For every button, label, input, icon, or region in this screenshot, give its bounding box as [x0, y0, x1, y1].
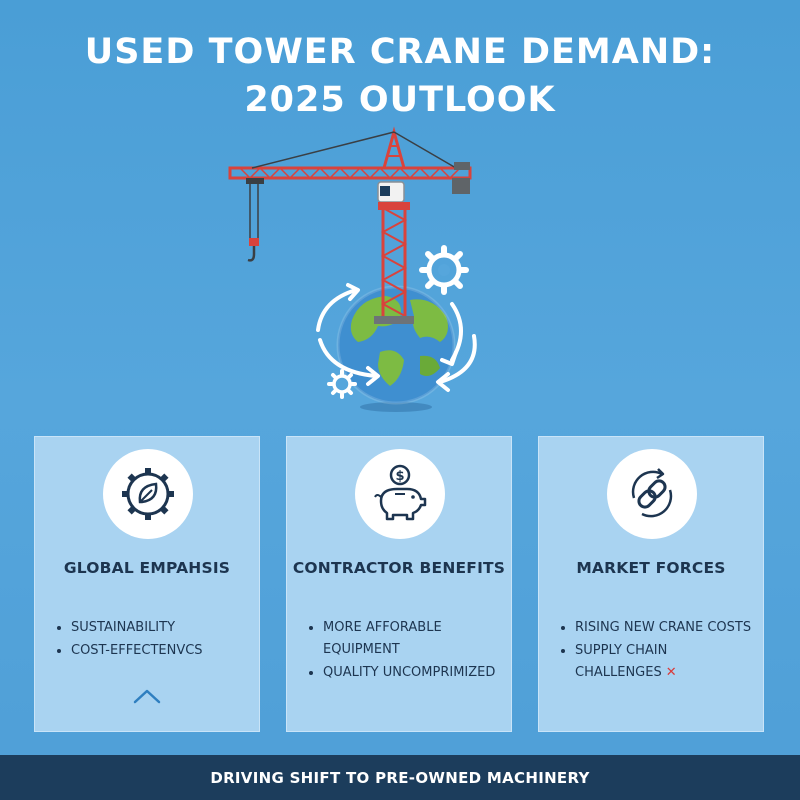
title-line-2: 2025 OUTLOOK	[244, 80, 556, 120]
piggy-bank-dollar-icon: $	[374, 464, 427, 521]
close-icon: ✕	[665, 665, 677, 680]
tower-crane-icon	[228, 126, 472, 324]
card-global-emphasis: GLOBAL EMPAHSIS SUSTAINABILITY COST-EFFE…	[34, 436, 260, 732]
card-icon-badge	[103, 449, 193, 539]
list-item: SUPPLY CHAIN CHALLENGES✕	[561, 640, 757, 684]
list-item: COST-EFFECTENVCS	[57, 640, 253, 662]
card-icon-badge: $	[355, 449, 445, 539]
footer-banner: DRIVING SHIFT TO PRE-OWNED MACHINERY	[0, 755, 800, 800]
card-list: SUSTAINABILITY COST-EFFECTENVCS	[57, 617, 253, 663]
card-title: CONTRACTOR BENEFITS	[292, 559, 506, 577]
card-icon-badge	[607, 449, 697, 539]
footer-text: DRIVING SHIFT TO PRE-OWNED MACHINERY	[210, 768, 590, 787]
gear-icon	[419, 245, 469, 295]
list-item-text: SUPPLY CHAIN CHALLENGES	[575, 643, 668, 680]
card-title: MARKET FORCES	[576, 559, 726, 577]
chain-link-refresh-icon	[631, 468, 673, 518]
page-title: USED TOWER CRANE DEMAND: 2025 OUTLOOK	[0, 28, 800, 124]
globe-shadow	[360, 402, 432, 412]
hero-illustration	[228, 126, 477, 412]
card-market-forces: MARKET FORCES RISING NEW CRANE COSTS SUP…	[538, 436, 764, 732]
list-item: SUSTAINABILITY	[57, 617, 253, 639]
list-item: RISING NEW CRANE COSTS	[561, 617, 757, 639]
svg-text:$: $	[395, 469, 404, 484]
list-item: QUALITY UNCOMPRIMIZED	[309, 662, 505, 684]
card-list: RISING NEW CRANE COSTS SUPPLY CHAIN CHAL…	[561, 617, 757, 685]
card-contractor-benefits: $ CONTRACTOR BENEFITS MORE AFFORABLE EQU…	[286, 436, 512, 732]
cycle-arrows-icon	[316, 283, 477, 392]
chevron-up-icon[interactable]	[132, 687, 162, 705]
list-item: MORE AFFORABLE EQUIPMENT	[309, 617, 505, 661]
card-list: MORE AFFORABLE EQUIPMENT QUALITY UNCOMPR…	[309, 617, 505, 685]
card-title: GLOBAL EMPAHSIS	[63, 559, 231, 577]
gear-leaf-icon	[122, 468, 174, 520]
title-line-1: USED TOWER CRANE DEMAND:	[84, 32, 716, 72]
small-gear-icon	[327, 369, 357, 399]
